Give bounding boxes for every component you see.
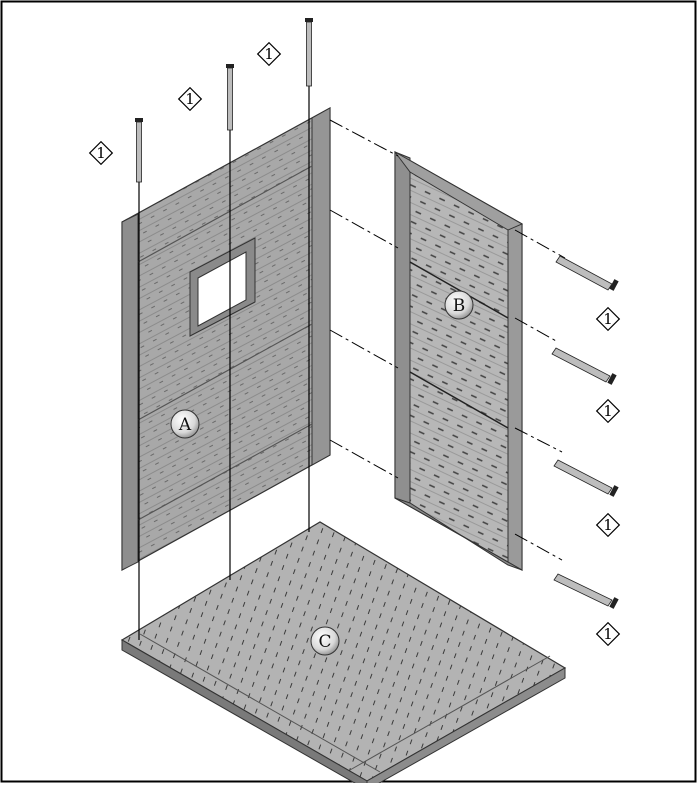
- guide-lines: [329, 119, 566, 561]
- screw-vertical-1: [135, 118, 143, 640]
- svg-text:1: 1: [603, 402, 613, 420]
- svg-text:A: A: [178, 415, 192, 435]
- step-callout-7: 1: [595, 621, 621, 647]
- svg-text:B: B: [453, 296, 466, 316]
- svg-text:1: 1: [603, 625, 613, 643]
- screw-horizontal-2: [551, 347, 617, 385]
- wall-panel-b: [394, 150, 524, 572]
- floor-panel-c: [120, 521, 567, 787]
- screw-horizontal-1: [555, 255, 619, 291]
- screw-vertical-3: [305, 18, 313, 532]
- step-callout-5: 1: [595, 398, 621, 424]
- step-callout-1: 1: [88, 140, 114, 166]
- svg-text:1: 1: [603, 516, 613, 534]
- step-callout-4: 1: [595, 306, 621, 332]
- screw-horizontal-3: [553, 459, 619, 497]
- vertical-screws: [135, 18, 313, 640]
- screw-vertical-2: [226, 64, 234, 580]
- part-label-c: C: [310, 626, 340, 656]
- screw-horizontal-4: [553, 573, 619, 609]
- part-label-b: B: [444, 290, 474, 320]
- svg-text:1: 1: [185, 90, 195, 108]
- wall-panel-a: [121, 106, 331, 572]
- part-label-a: A: [170, 409, 200, 439]
- step-callout-3: 1: [256, 41, 282, 67]
- svg-text:1: 1: [603, 310, 613, 328]
- svg-text:1: 1: [96, 144, 106, 162]
- svg-text:1: 1: [264, 45, 274, 63]
- step-callout-6: 1: [595, 512, 621, 538]
- step-callout-2: 1: [177, 86, 203, 112]
- horizontal-screws: [551, 255, 619, 609]
- svg-text:C: C: [318, 632, 331, 652]
